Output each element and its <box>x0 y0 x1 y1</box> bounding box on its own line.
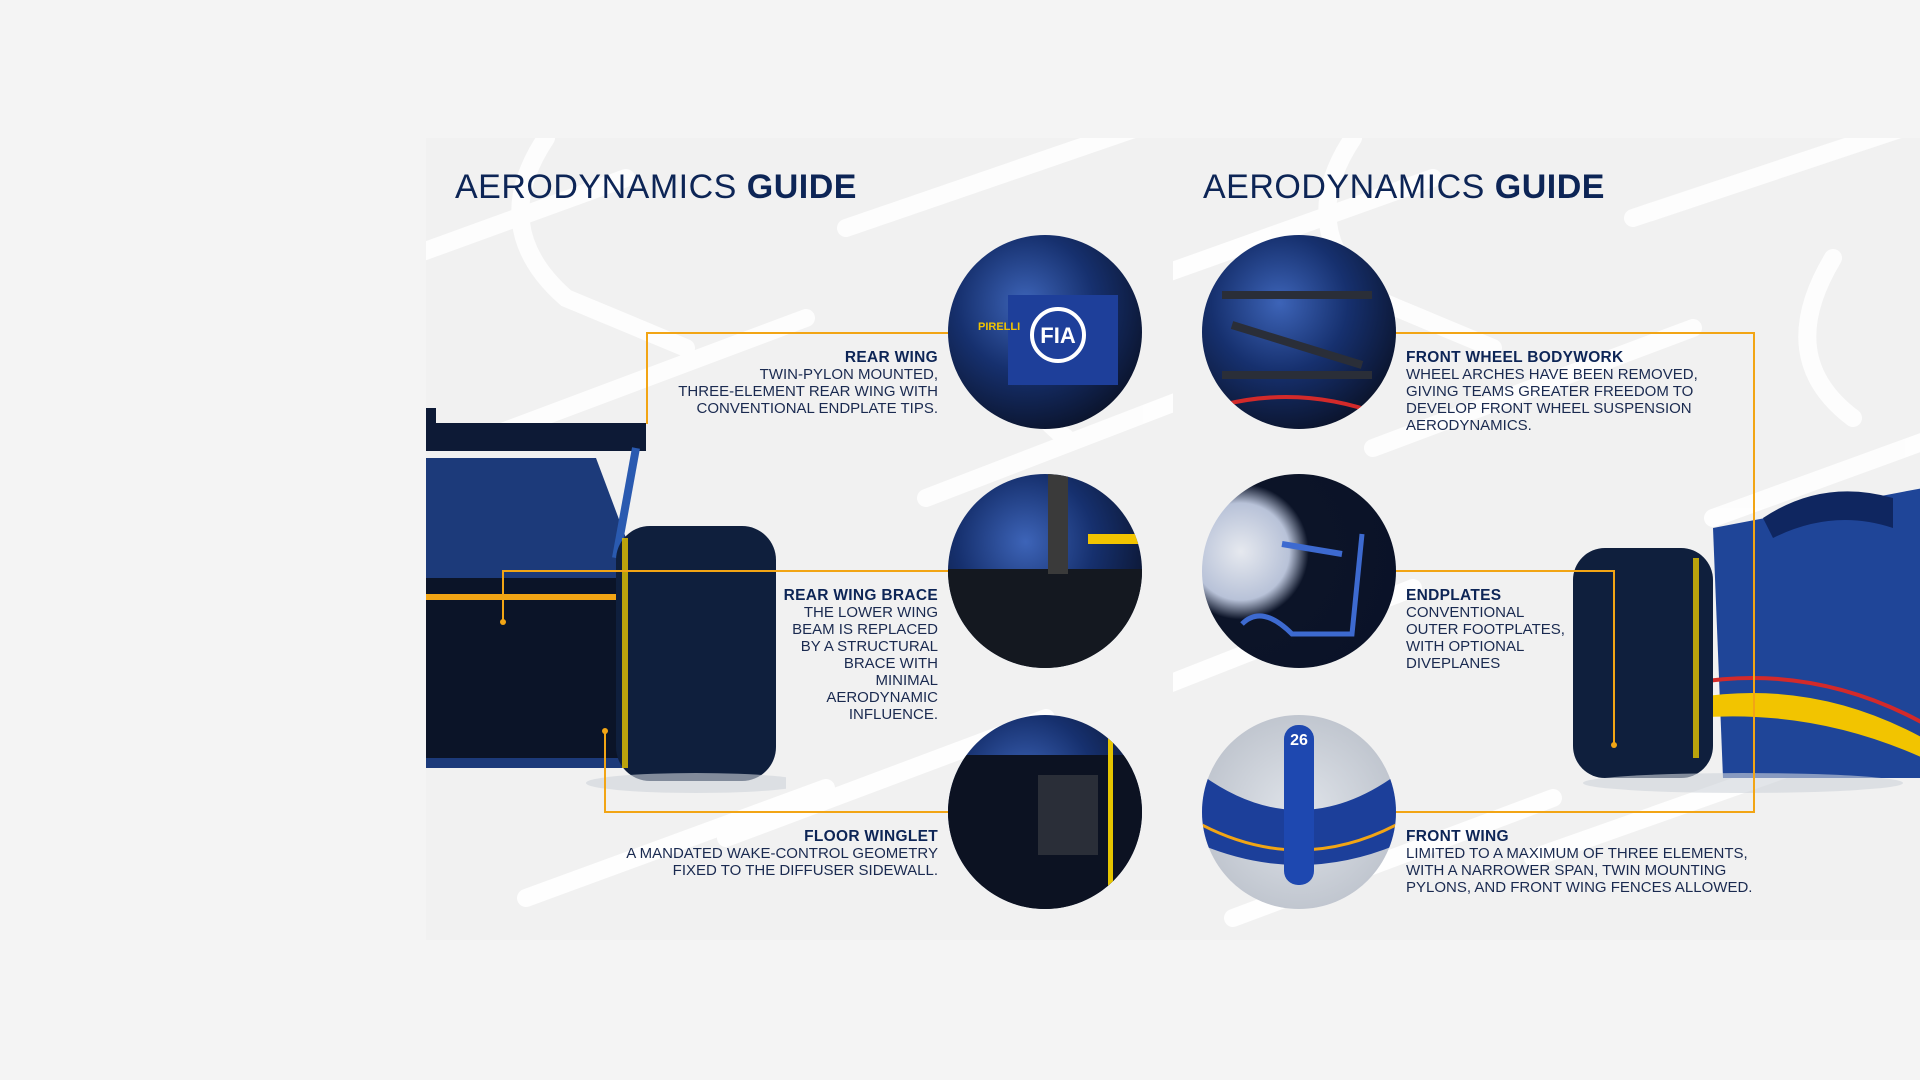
callout-heading: FLOOR WINGLET <box>804 828 938 845</box>
title-regular: AERODYNAMICS <box>455 168 737 206</box>
leader-line-floor-winglet <box>604 811 949 813</box>
leader-line-rear-wing-vertical <box>646 332 648 424</box>
callout-heading: REAR WING BRACE <box>783 587 938 604</box>
callout-text: DEVELOP FRONT WHEEL SUSPENSION <box>1406 400 1692 417</box>
endplates-detail-image <box>1202 474 1396 668</box>
callout-text: GIVING TEAMS GREATER FREEDOM TO <box>1406 383 1694 400</box>
callout-front-wing: FRONT WING LIMITED TO A MAXIMUM OF THREE… <box>1406 828 1752 896</box>
callout-rear-wing-brace: REAR WING BRACE THE LOWER WING BEAM IS R… <box>784 587 938 723</box>
leader-line-front-wheel-bodywork <box>1396 332 1754 334</box>
leader-line-endplates-vertical <box>1613 570 1615 745</box>
callout-text: OUTER FOOTPLATES, <box>1406 621 1565 638</box>
callout-text: DIVEPLANES <box>1406 655 1501 672</box>
rear-wing-detail-image: FIA PIRELLI <box>948 235 1142 429</box>
fia-logo: FIA <box>1040 323 1076 348</box>
callout-text: TWIN-PYLON MOUNTED, <box>759 366 938 383</box>
page-title-right: AERODYNAMICS GUIDE <box>1203 168 1605 207</box>
callout-heading: FRONT WHEEL BODYWORK <box>1406 349 1624 366</box>
pirelli-logo: PIRELLI <box>978 321 1020 333</box>
leader-line-front-wing <box>1396 811 1755 813</box>
leader-line-floor-winglet-vertical <box>604 731 606 813</box>
callout-endplates: ENDPLATES CONVENTIONAL OUTER FOOTPLATES,… <box>1406 587 1565 672</box>
callout-text: BRACE WITH <box>843 655 938 672</box>
callout-text: BEAM IS REPLACED <box>792 621 938 638</box>
front-wheel-bodywork-detail-image <box>1202 235 1396 429</box>
callout-heading: REAR WING <box>844 349 938 366</box>
front-car-image <box>1573 488 1920 793</box>
rear-wing-brace-detail-image <box>948 474 1142 668</box>
leader-dot <box>1611 742 1617 748</box>
callout-text: A MANDATED WAKE-CONTROL GEOMETRY <box>626 845 938 862</box>
callout-text: WITH OPTIONAL <box>1406 638 1525 655</box>
leader-line-rear-wing-brace <box>502 570 949 572</box>
callout-front-wheel-bodywork: FRONT WHEEL BODYWORK WHEEL ARCHES HAVE B… <box>1406 349 1698 434</box>
leader-dot <box>602 728 608 734</box>
rear-car-image <box>426 408 786 793</box>
leader-line-endplates <box>1396 570 1614 572</box>
callout-heading: ENDPLATES <box>1406 587 1502 604</box>
title-bold: GUIDE <box>1494 168 1605 206</box>
page-title-left: AERODYNAMICS GUIDE <box>455 168 857 207</box>
callout-text: PYLONS, AND FRONT WING FENCES ALLOWED. <box>1406 879 1753 896</box>
callout-text: AERODYNAMIC <box>826 689 938 706</box>
title-regular: AERODYNAMICS <box>1203 168 1485 206</box>
callout-floor-winglet: FLOOR WINGLET A MANDATED WAKE-CONTROL GE… <box>626 828 938 879</box>
leader-dot <box>500 619 506 625</box>
leader-line-front-wing-vertical <box>1753 332 1755 813</box>
leader-line-rear-wing <box>646 332 949 334</box>
callout-text: CONVENTIONAL <box>1406 604 1525 621</box>
callout-rear-wing: REAR WING TWIN-PYLON MOUNTED, THREE-ELEM… <box>678 349 938 417</box>
leader-line-rear-wing-brace-vertical <box>502 570 504 622</box>
callout-heading: FRONT WING <box>1406 828 1509 845</box>
callout-text: AERODYNAMICS. <box>1406 417 1532 434</box>
callout-text: MINIMAL <box>875 672 938 689</box>
callout-text: WHEEL ARCHES HAVE BEEN REMOVED, <box>1406 366 1698 383</box>
callout-text: THE LOWER WING <box>803 604 938 621</box>
callout-text: FIXED TO THE DIFFUSER SIDEWALL. <box>672 862 938 879</box>
callout-text: THREE-ELEMENT REAR WING WITH <box>678 383 938 400</box>
callout-text: LIMITED TO A MAXIMUM OF THREE ELEMENTS, <box>1406 845 1748 862</box>
front-wing-detail-image: 26 <box>1202 715 1396 909</box>
car-number: 26 <box>1290 732 1308 749</box>
callout-text: WITH A NARROWER SPAN, TWIN MOUNTING <box>1406 862 1727 879</box>
callout-text: INFLUENCE. <box>848 706 938 723</box>
callout-text: BY A STRUCTURAL <box>800 638 938 655</box>
callout-text: CONVENTIONAL ENDPLATE TIPS. <box>696 400 938 417</box>
floor-winglet-detail-image <box>948 715 1142 909</box>
title-bold: GUIDE <box>746 168 857 206</box>
